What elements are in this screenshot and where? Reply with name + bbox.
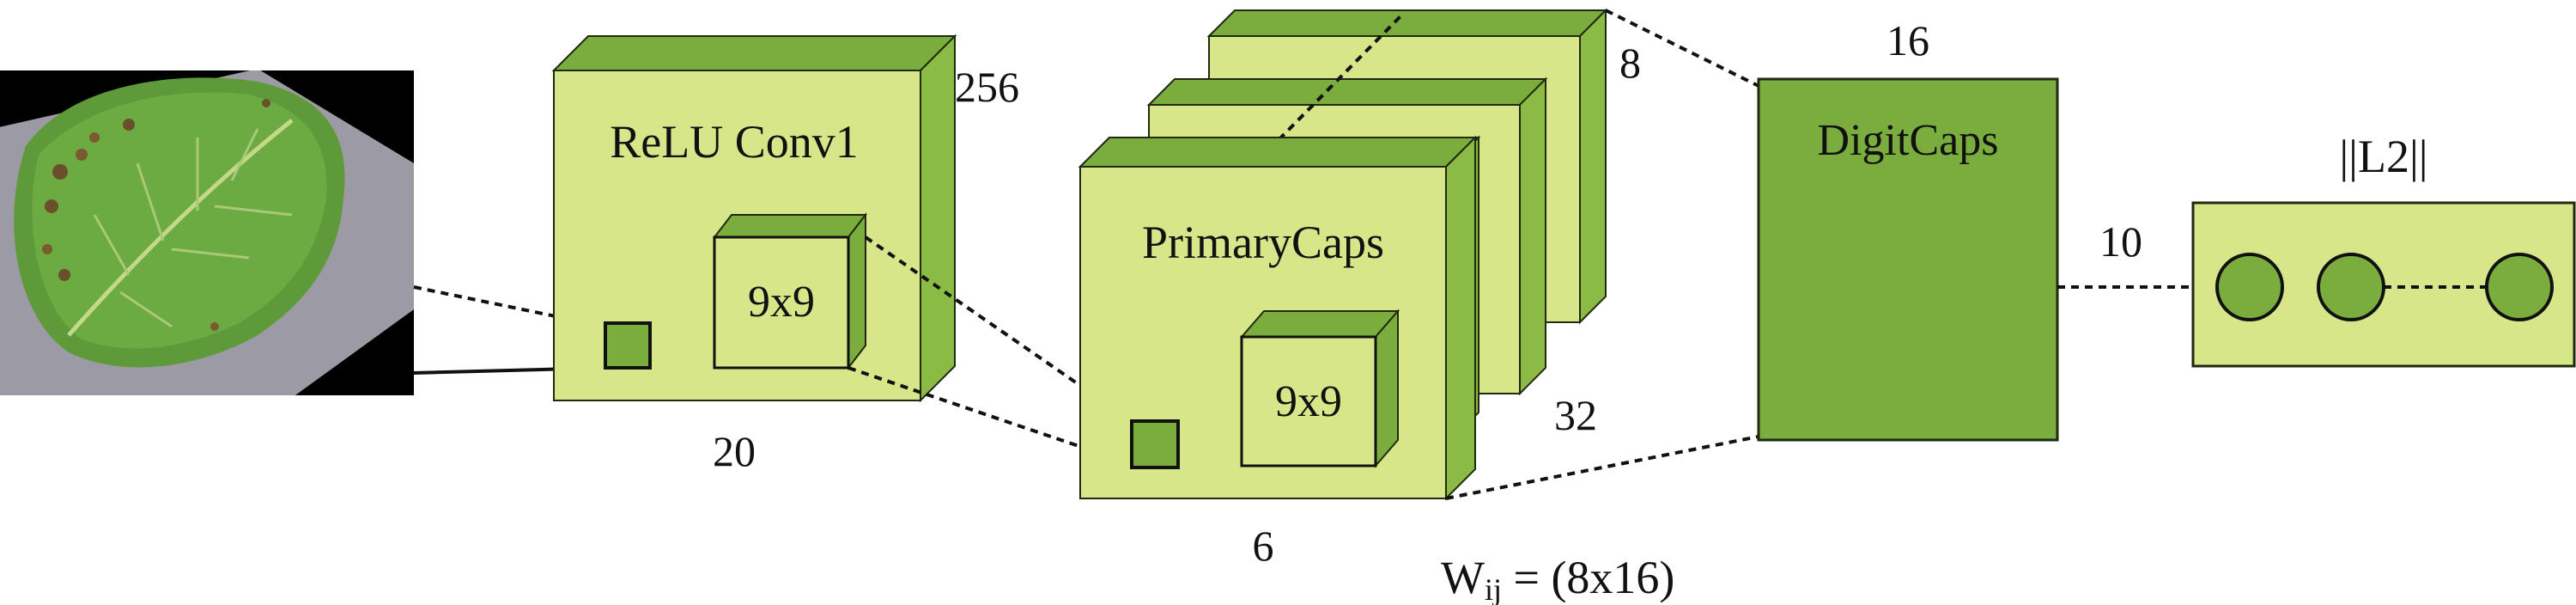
conv1-kernel-label: 9x9 xyxy=(748,278,815,327)
digitcaps-label: DigitCaps xyxy=(1818,116,1999,165)
conv1-size-label: 20 xyxy=(713,427,756,475)
output-node-1-icon xyxy=(2215,253,2284,321)
conv1-depth-label: 256 xyxy=(955,63,1019,111)
primary-to-digitcaps-connectors xyxy=(1445,9,1759,500)
primarycaps-size-label: 6 xyxy=(1253,522,1274,570)
output-node-3-icon xyxy=(2485,253,2554,321)
conv1-label: ReLU Conv1 xyxy=(610,116,859,168)
conv1-receptive-field xyxy=(604,321,652,370)
primarycaps-channels-label: 32 xyxy=(1554,391,1597,439)
digitcaps-dim-label: 16 xyxy=(1886,16,1929,64)
primarycaps-kernel-cube xyxy=(1239,309,1400,468)
digitcaps-count-label: 10 xyxy=(2099,217,2142,266)
primarycaps-receptive-field xyxy=(1130,419,1180,469)
digitcaps-block xyxy=(1757,77,2059,442)
weight-value: = (8x16) xyxy=(1502,552,1674,603)
primarycaps-kernel-label: 9x9 xyxy=(1275,377,1342,426)
weight-symbol: W xyxy=(1441,552,1485,603)
weight-subscript: ij xyxy=(1485,572,1502,605)
weight-matrix-label: Wij = (8x16) xyxy=(1441,552,1674,605)
input-leaf-image xyxy=(0,70,414,395)
output-label: ||L2|| xyxy=(2339,131,2427,182)
conv1-kernel-cube xyxy=(712,212,868,370)
primarycaps-label: PrimaryCaps xyxy=(1142,217,1384,268)
output-node-2-icon xyxy=(2317,253,2385,321)
primarycaps-stack-diagonal xyxy=(1267,14,1403,151)
primarycaps-vector-dim-label: 8 xyxy=(1619,39,1641,87)
